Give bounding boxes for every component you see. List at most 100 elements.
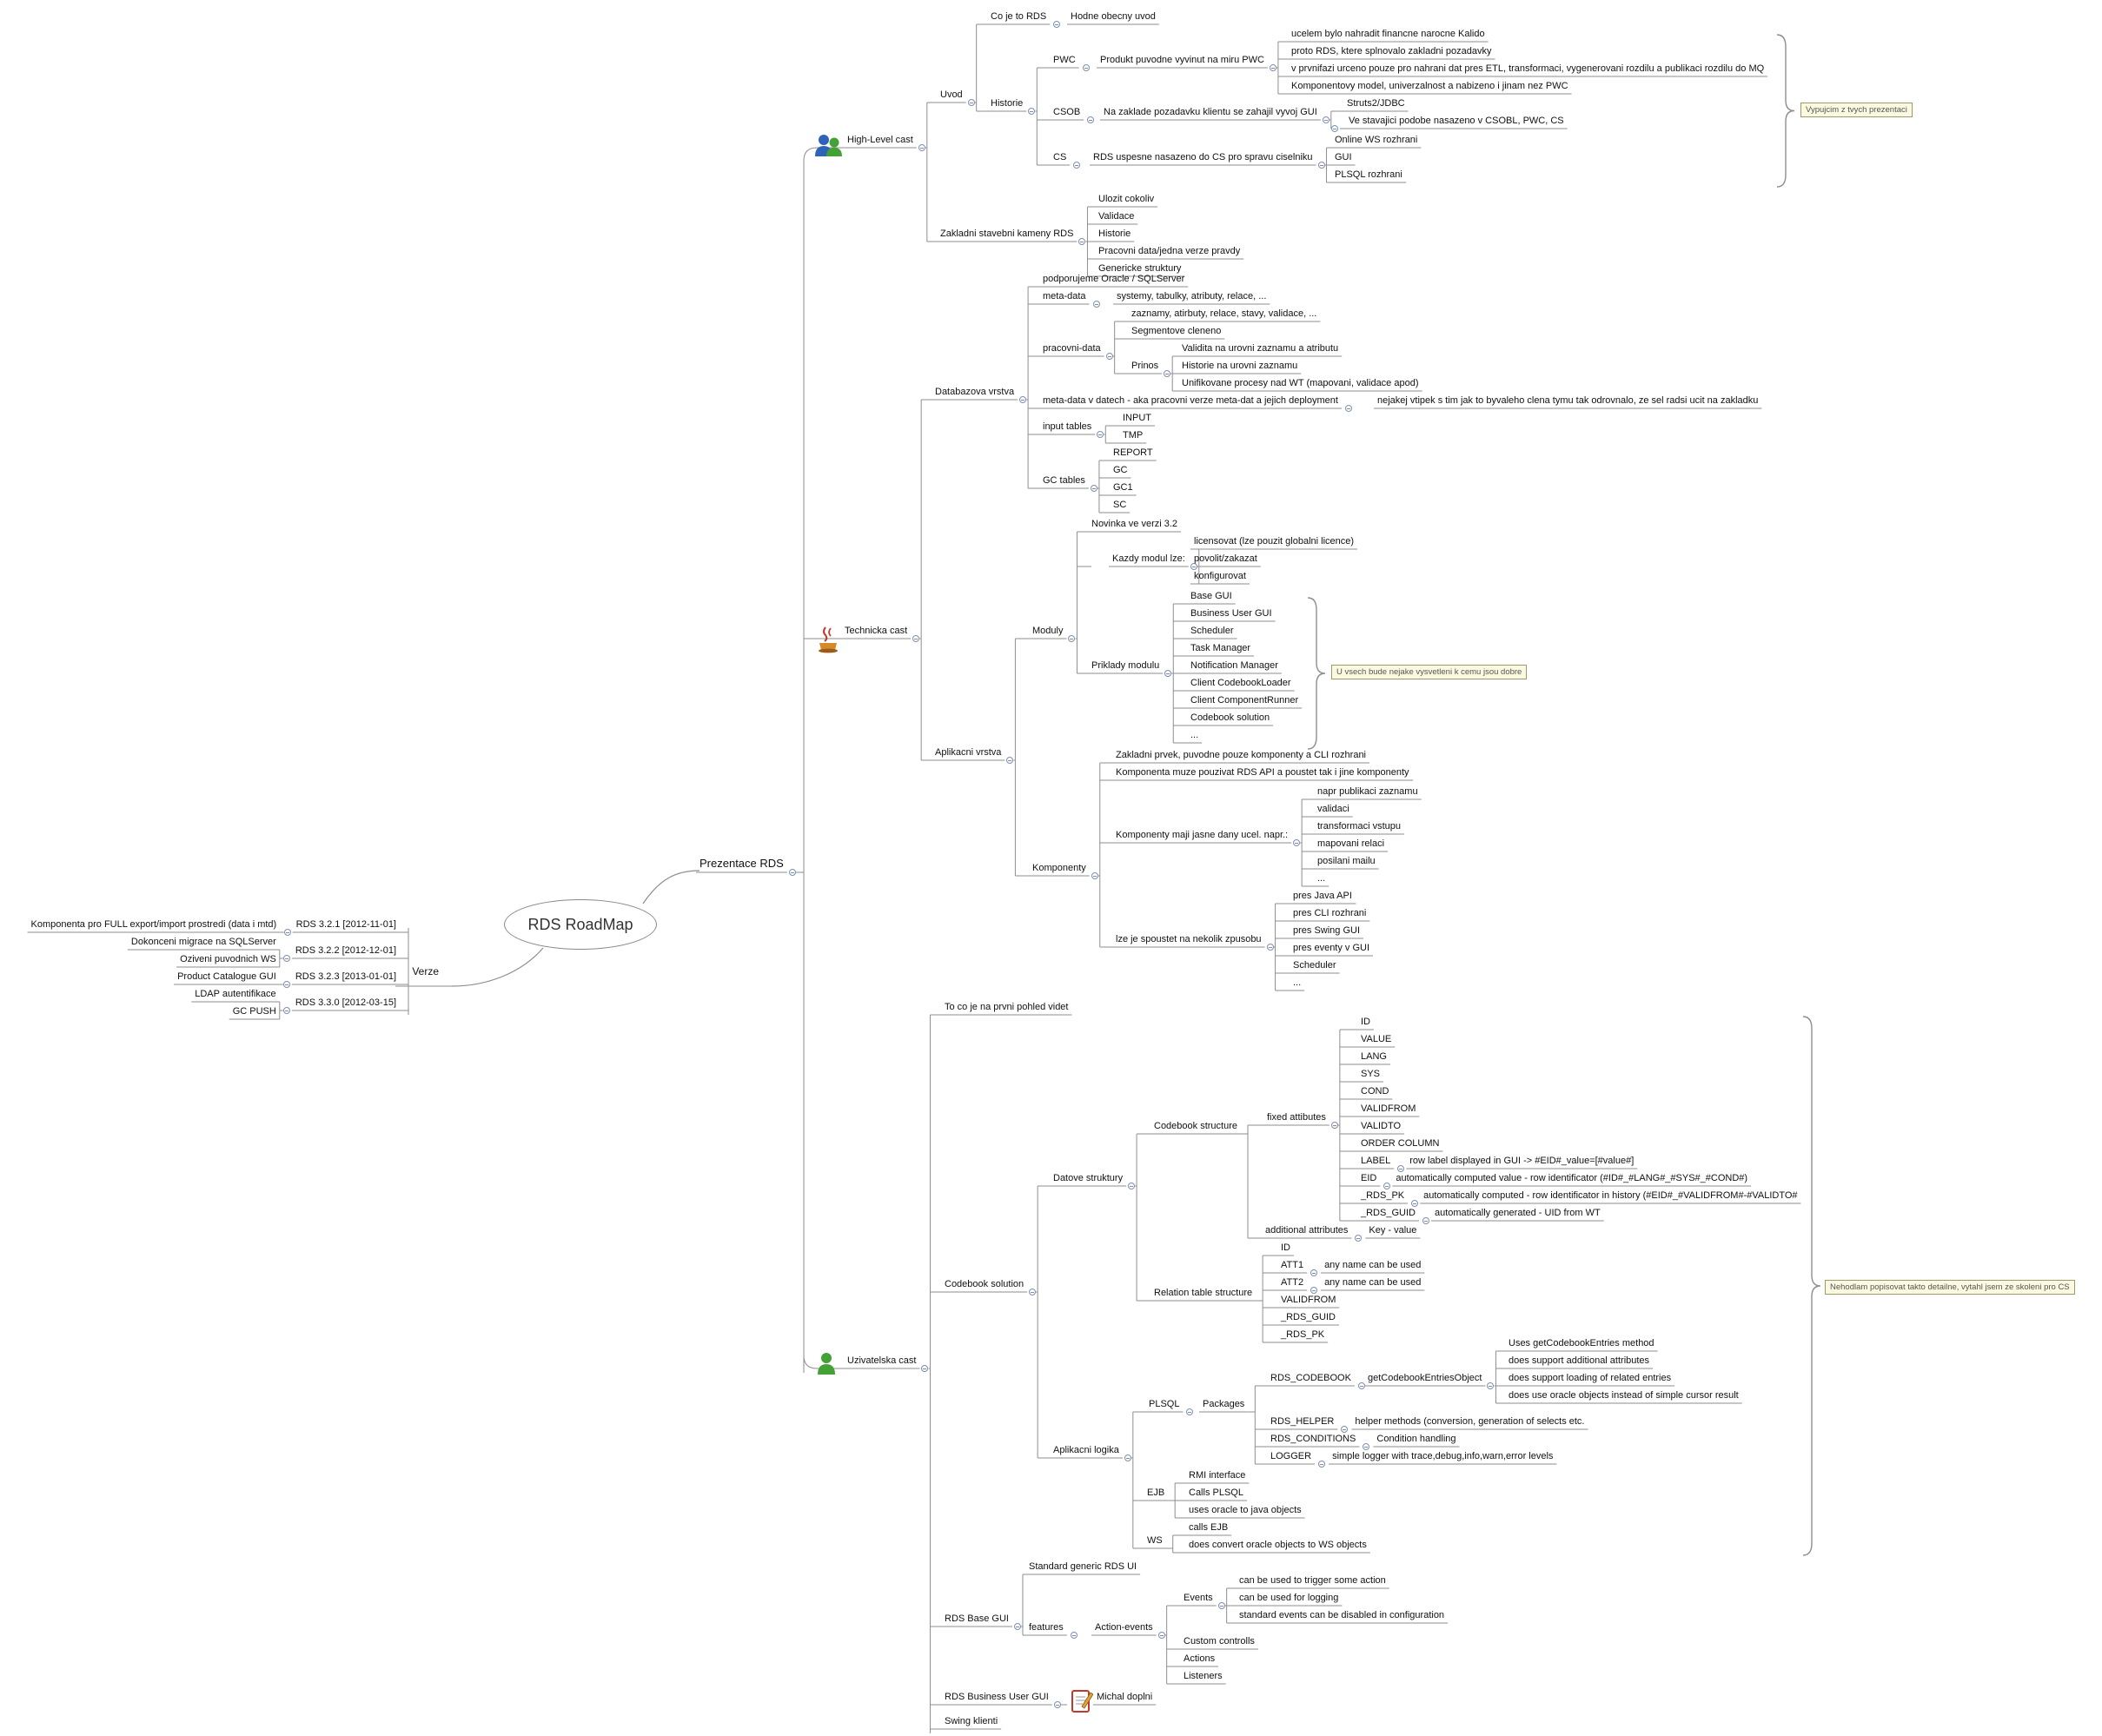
prinos-detail[interactable]: Validita na urovni zaznamu a atributu: [1182, 343, 1339, 354]
fixed-attribute[interactable]: VALIDFROM: [1361, 1103, 1416, 1114]
collapse-toggle[interactable]: [1019, 396, 1027, 403]
collapse-toggle[interactable]: [1053, 1701, 1061, 1708]
collapse-toggle[interactable]: [1092, 301, 1100, 308]
collapse-toggle[interactable]: [1411, 1200, 1419, 1207]
collapse-toggle[interactable]: [1128, 1183, 1136, 1189]
datove-struktury-node[interactable]: Datove struktury: [1053, 1173, 1124, 1183]
gc-table[interactable]: REPORT: [1113, 447, 1153, 458]
spoustet-node[interactable]: lze je spoustet na nekolik zpusobu: [1116, 934, 1262, 944]
version-item[interactable]: RDS 3.3.0 [2012-03-15]: [295, 997, 396, 1008]
cs-detail[interactable]: Online WS rozhrani: [1335, 135, 1418, 145]
historie-node[interactable]: Historie: [991, 98, 1024, 109]
michal-doplni-node[interactable]: Michal doplni: [1097, 1692, 1153, 1702]
pwc-node[interactable]: PWC: [1053, 55, 1076, 65]
additional-attributes-desc[interactable]: Key - value: [1369, 1225, 1417, 1236]
collapse-toggle[interactable]: [282, 981, 290, 988]
version-feature[interactable]: GC PUSH: [232, 1006, 276, 1017]
collapse-toggle[interactable]: [1383, 1183, 1391, 1189]
gc-table[interactable]: SC: [1113, 500, 1127, 510]
komponenty-node[interactable]: Komponenty: [1032, 863, 1086, 873]
collapse-toggle[interactable]: [1266, 944, 1274, 951]
module-example[interactable]: Task Manager: [1190, 643, 1251, 653]
version-item[interactable]: RDS 3.2.2 [2012-12-01]: [295, 945, 396, 956]
pwc-detail[interactable]: ucelem bylo nahradit financne narocne Ka…: [1291, 29, 1485, 39]
standard-ui-node[interactable]: Standard generic RDS UI: [1029, 1561, 1137, 1572]
relation-attribute[interactable]: ATT1: [1281, 1260, 1304, 1270]
module-example[interactable]: Client ComponentRunner: [1190, 695, 1299, 706]
cs-node[interactable]: CS: [1053, 152, 1067, 162]
pwc-desc[interactable]: Produkt puvodne vyvinut na miru PWC: [1100, 55, 1264, 65]
collapse-toggle[interactable]: [1344, 405, 1352, 412]
collapse-toggle[interactable]: [1318, 1461, 1326, 1468]
logger-desc[interactable]: simple logger with trace,debug,info,warn…: [1332, 1451, 1554, 1461]
zaklad-item[interactable]: Ulozit cokoliv: [1098, 194, 1155, 204]
codebook-structure-node[interactable]: Codebook structure: [1154, 1121, 1237, 1131]
version-item[interactable]: RDS 3.2.3 [2013-01-01]: [295, 971, 396, 982]
fixed-attribute-desc[interactable]: automatically generated - UID from WT: [1434, 1208, 1601, 1218]
input-table[interactable]: INPUT: [1123, 413, 1151, 423]
collapse-toggle[interactable]: [967, 99, 975, 106]
rds-base-gui-node[interactable]: RDS Base GUI: [945, 1613, 1009, 1624]
meta-data-desc[interactable]: systemy, tabulky, atributy, relace, ...: [1117, 291, 1267, 301]
cs-desc[interactable]: RDS uspesne nasazeno do CS pro spravu ci…: [1093, 152, 1313, 162]
high-level-node[interactable]: High-Level cast: [847, 135, 913, 145]
fixed-attributes-node[interactable]: fixed attibutes: [1267, 1112, 1326, 1123]
pracovni-detail[interactable]: Segmentove cleneno: [1131, 326, 1222, 336]
kazdy-option[interactable]: povolit/zakazat: [1194, 553, 1257, 564]
gc-tables-node[interactable]: GC tables: [1043, 475, 1085, 486]
fixed-attribute[interactable]: VALIDTO: [1361, 1121, 1402, 1131]
collapse-toggle[interactable]: [1330, 1122, 1338, 1129]
collapse-toggle[interactable]: [1087, 116, 1095, 123]
codebook-solution-node[interactable]: Codebook solution: [945, 1279, 1024, 1289]
events-detail[interactable]: standard events can be disabled in confi…: [1239, 1610, 1445, 1620]
kazdy-option[interactable]: konfigurovat: [1194, 571, 1246, 581]
kazdy-modul-node[interactable]: Kazdy modul lze:: [1112, 553, 1185, 564]
ucel-example[interactable]: ...: [1317, 873, 1326, 884]
rds-conditions-desc[interactable]: Condition handling: [1376, 1434, 1456, 1444]
get-entries-detail[interactable]: does use oracle objects instead of simpl…: [1509, 1390, 1739, 1401]
collapse-toggle[interactable]: [1341, 1426, 1349, 1433]
moduly-node[interactable]: Moduly: [1032, 626, 1064, 636]
module-example[interactable]: Codebook solution: [1190, 712, 1270, 723]
rds-helper-desc[interactable]: helper methods (conversion, generation o…: [1355, 1416, 1585, 1427]
ucel-example[interactable]: transformaci vstupu: [1317, 821, 1401, 832]
collapse-toggle[interactable]: [1217, 1602, 1225, 1609]
novinka-node[interactable]: Novinka ve verzi 3.2: [1091, 519, 1178, 529]
fixed-attribute-desc[interactable]: automatically computed - row identificat…: [1423, 1190, 1798, 1201]
collapse-toggle[interactable]: [1330, 125, 1338, 132]
collapse-toggle[interactable]: [1164, 670, 1172, 677]
technicka-node[interactable]: Technicka cast: [845, 626, 908, 636]
ejb-detail[interactable]: uses oracle to java objects: [1189, 1505, 1302, 1515]
zaklad-node[interactable]: Zakladni stavebni kameny RDS: [940, 229, 1074, 239]
get-entries-detail[interactable]: does support loading of related entries: [1509, 1373, 1672, 1383]
collapse-toggle[interactable]: [1124, 1454, 1131, 1461]
ejb-detail[interactable]: RMI interface: [1189, 1470, 1246, 1481]
co-je-rds-desc[interactable]: Hodne obecny uvod: [1071, 11, 1156, 22]
collapse-toggle[interactable]: [788, 869, 796, 876]
collapse-toggle[interactable]: [1317, 162, 1325, 169]
collapse-toggle[interactable]: [1269, 64, 1276, 71]
collapse-toggle[interactable]: [1293, 839, 1301, 846]
pwc-detail[interactable]: proto RDS, ktere splnovalo zakladni poza…: [1291, 46, 1492, 56]
pwc-detail[interactable]: Komponentovy model, univerzalnost a nabi…: [1291, 81, 1568, 91]
prinos-node[interactable]: Prinos: [1131, 361, 1159, 371]
relation-attribute[interactable]: _RDS_PK: [1281, 1329, 1325, 1340]
events-detail[interactable]: can be used to trigger some action: [1239, 1575, 1386, 1586]
meta-data-node[interactable]: meta-data: [1043, 291, 1086, 301]
fixed-attribute[interactable]: VALUE: [1361, 1034, 1392, 1044]
collapse-toggle[interactable]: [1422, 1217, 1429, 1224]
ucel-example[interactable]: napr publikaci zaznamu: [1317, 786, 1418, 797]
business-gui-node[interactable]: RDS Business User GUI: [945, 1692, 1049, 1702]
csob-node[interactable]: CSOB: [1053, 107, 1081, 117]
fixed-attribute-desc[interactable]: automatically computed value - row ident…: [1396, 1173, 1748, 1183]
version-item[interactable]: RDS 3.2.1 [2012-11-01]: [295, 919, 396, 930]
collapse-toggle[interactable]: [1322, 116, 1329, 123]
spoustet-way[interactable]: pres CLI rozhrani: [1293, 908, 1367, 918]
collapse-toggle[interactable]: [1053, 21, 1061, 28]
aplikacni-logika-node[interactable]: Aplikacni logika: [1053, 1445, 1119, 1455]
pracovni-detail[interactable]: zaznamy, atirbuty, relace, stavy, valida…: [1131, 308, 1317, 319]
collapse-toggle[interactable]: [1082, 64, 1090, 71]
additional-attributes-node[interactable]: additional attributes: [1265, 1225, 1349, 1236]
collapse-toggle[interactable]: [282, 1007, 290, 1014]
action-item[interactable]: Custom controlls: [1184, 1636, 1255, 1647]
